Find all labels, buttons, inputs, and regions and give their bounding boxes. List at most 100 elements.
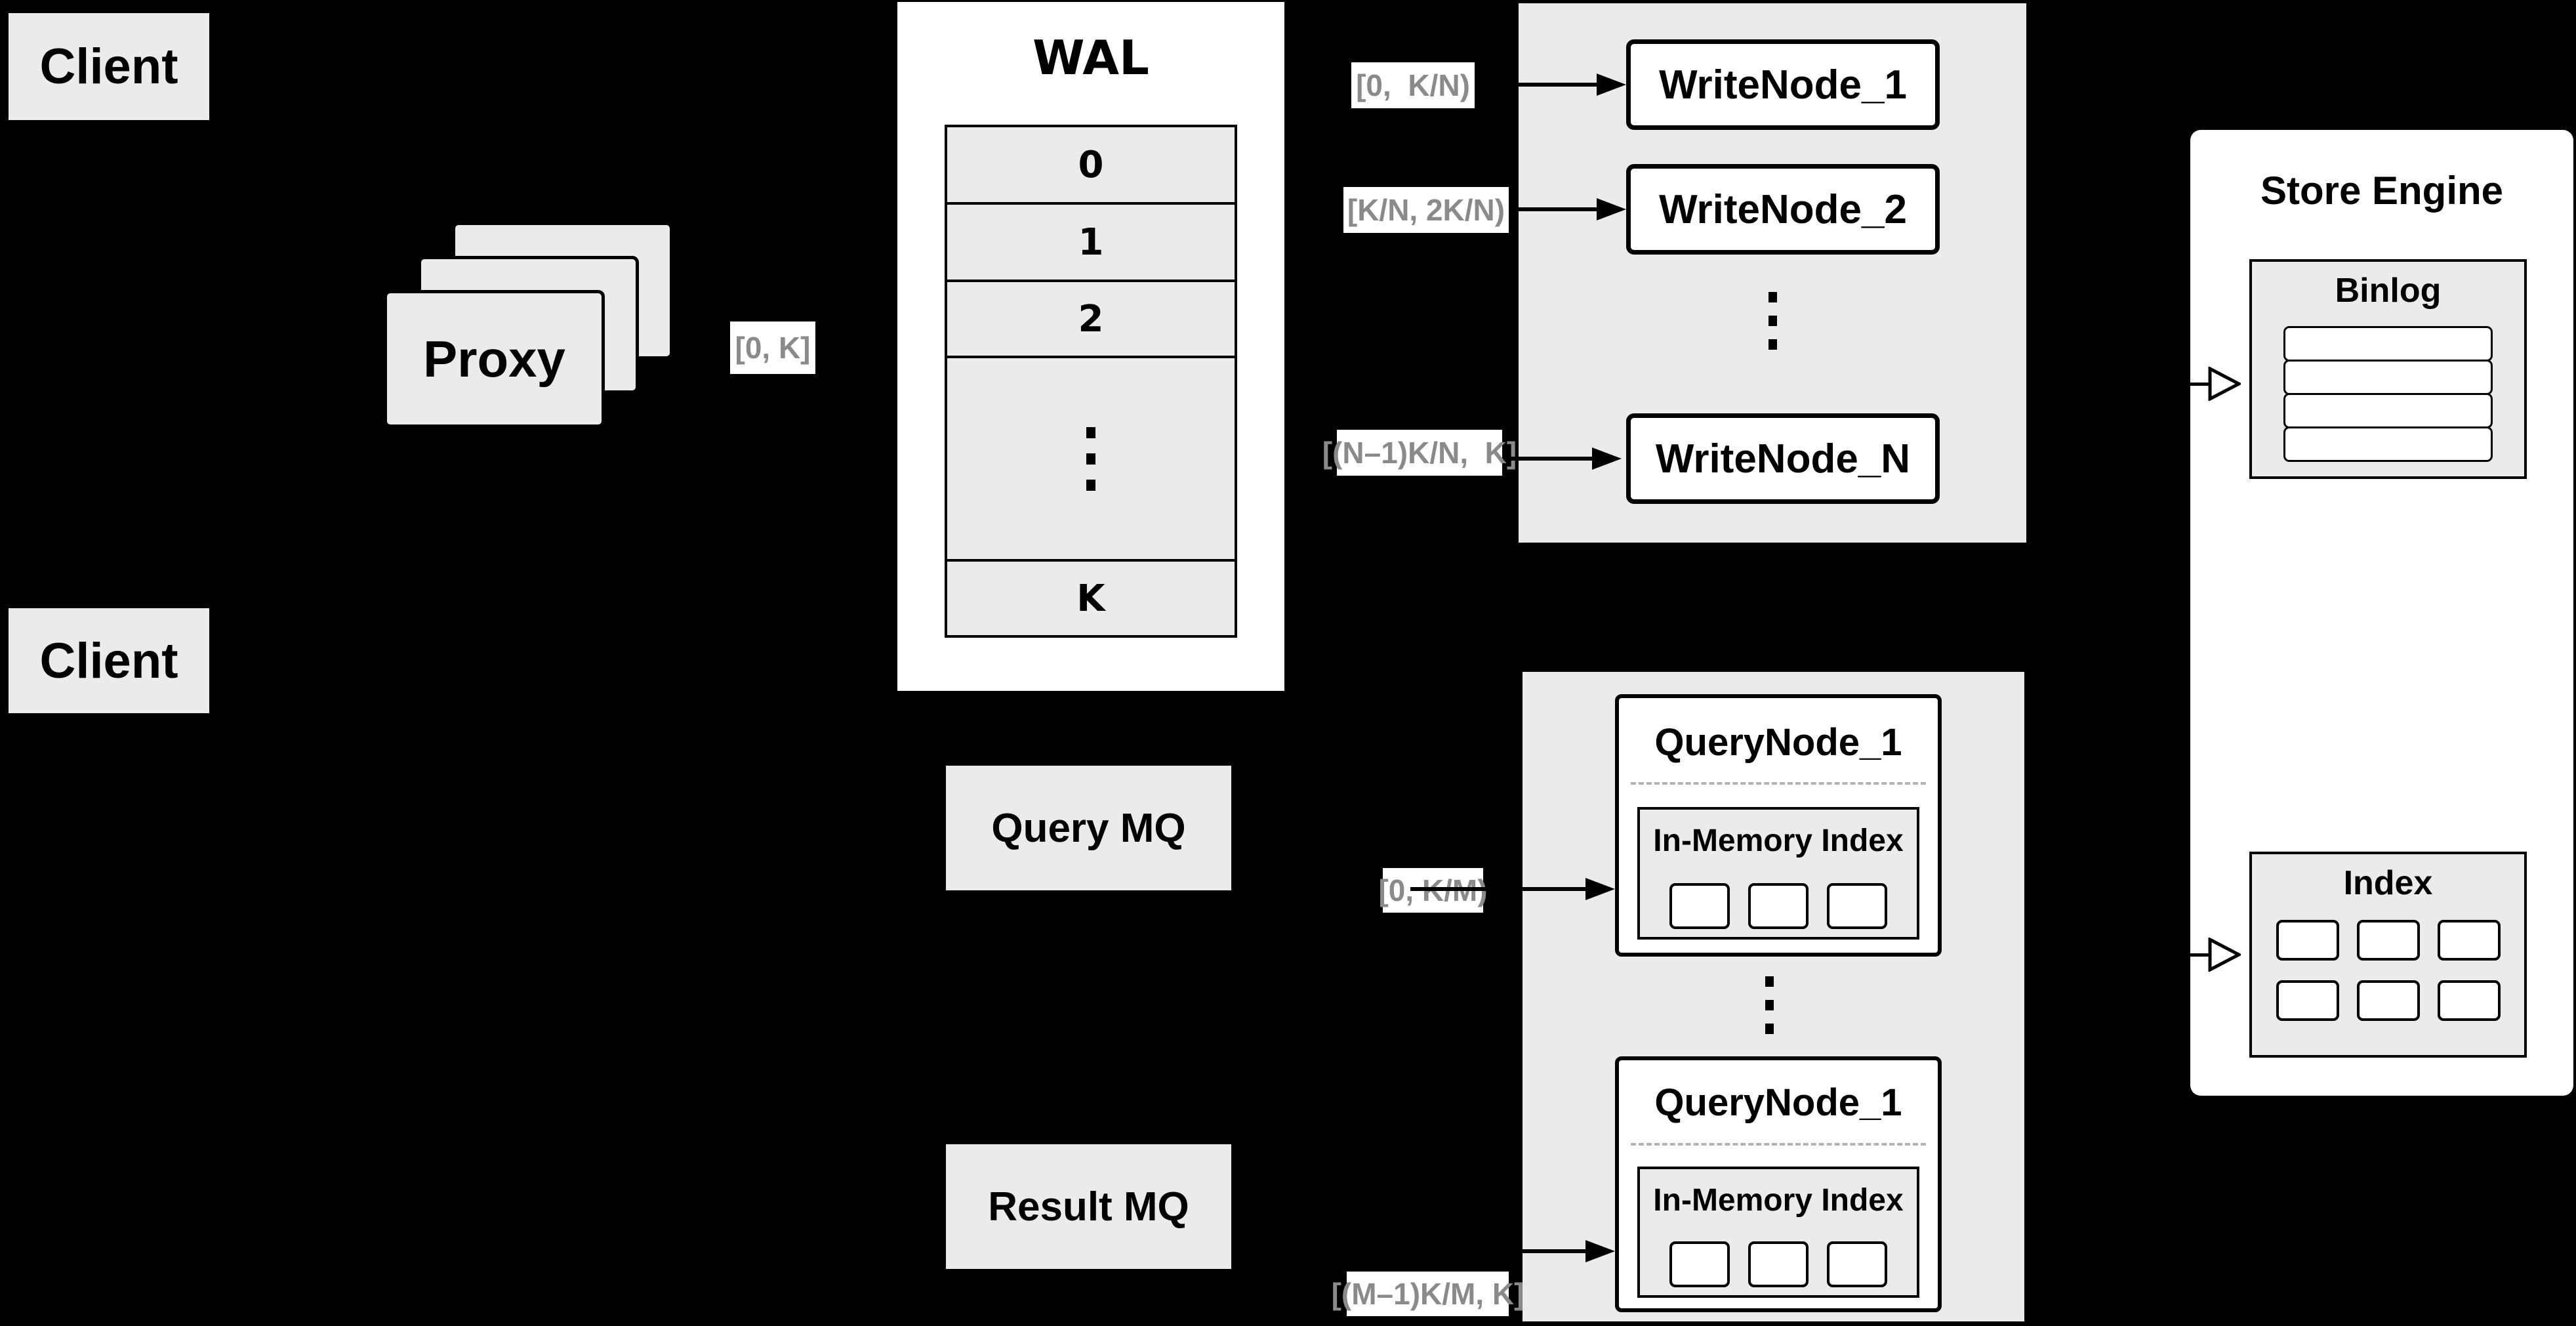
binlog-label: Binlog bbox=[2252, 267, 2524, 314]
binlog-row bbox=[2283, 426, 2493, 462]
arrow-line-query-1 bbox=[1410, 887, 1585, 891]
query-mq-label: Query MQ bbox=[991, 805, 1186, 851]
write-range-1-label: [0, K/N) bbox=[1356, 68, 1470, 102]
arrowhead-write-2 bbox=[1597, 198, 1626, 220]
query-node-1-dashed-divider bbox=[1631, 782, 1926, 785]
write-range-n-label: [(N–1)K/N, K] bbox=[1322, 436, 1517, 470]
in-memory-index-1-text: In-Memory Index bbox=[1653, 823, 1904, 858]
arrow-line-write-n bbox=[1503, 457, 1593, 461]
client-bottom-label: Client bbox=[39, 632, 178, 689]
arrow-line-write-2 bbox=[1510, 207, 1597, 211]
index-cells-row-1 bbox=[2252, 920, 2524, 961]
query-node-ellipsis-dots bbox=[1765, 963, 1774, 1047]
query-node-box-1: QueryNode_1 In-Memory Index bbox=[1615, 694, 1942, 957]
query-range-m-label: [(M–1)K/M, K] bbox=[1331, 1277, 1524, 1311]
query-node-2-title-text: QueryNode_1 bbox=[1654, 1081, 1902, 1124]
memory-cell bbox=[1827, 1241, 1887, 1287]
arrow-line-write-1 bbox=[1476, 83, 1597, 87]
wal-ellipsis-dots bbox=[1086, 412, 1095, 506]
arrowhead-query-2 bbox=[1585, 1240, 1615, 1262]
index-label-text: Index bbox=[2343, 864, 2433, 902]
memory-cell bbox=[1827, 883, 1887, 929]
arrowhead-hollow-binlog bbox=[2208, 367, 2241, 401]
proxy-card-front: Proxy bbox=[384, 290, 605, 428]
store-engine-title: Store Engine bbox=[2190, 164, 2573, 217]
client-top-label: Client bbox=[39, 39, 178, 94]
write-range-chip-1: [0, K/N) bbox=[1351, 62, 1475, 108]
index-cell bbox=[2437, 920, 2501, 961]
wal-segment-row-1: 1 bbox=[947, 202, 1235, 280]
query-node-2-title: QueryNode_1 bbox=[1619, 1067, 1938, 1138]
write-node-2-label: WriteNode_2 bbox=[1659, 186, 1907, 232]
memory-cell bbox=[1669, 883, 1730, 929]
arrowhead-write-1 bbox=[1597, 73, 1626, 96]
index-cell bbox=[2356, 980, 2420, 1021]
in-memory-index-2-text: In-Memory Index bbox=[1653, 1182, 1904, 1218]
query-node-box-2: QueryNode_1 In-Memory Index bbox=[1615, 1056, 1942, 1312]
store-engine-panel: Store Engine Binlog Index bbox=[2190, 130, 2573, 1096]
result-mq-label: Result MQ bbox=[988, 1184, 1189, 1230]
binlog-label-text: Binlog bbox=[2335, 272, 2442, 310]
memory-cell bbox=[1669, 1241, 1730, 1287]
query-node-1-title-text: QueryNode_1 bbox=[1654, 720, 1902, 764]
result-mq-box: Result MQ bbox=[946, 1144, 1231, 1269]
arrow-line-binlog bbox=[2125, 383, 2209, 386]
query-node-2-dashed-divider bbox=[1631, 1143, 1926, 1146]
write-node-n-label: WriteNode_N bbox=[1655, 436, 1911, 482]
wal-segment-2: 2 bbox=[1078, 297, 1104, 341]
write-node-box-n: WriteNode_N bbox=[1626, 413, 1940, 504]
wal-segment-table: 0 1 2 K bbox=[945, 125, 1237, 638]
binlog-rows bbox=[2283, 326, 2493, 462]
wal-segment-row-2: 2 bbox=[947, 280, 1235, 356]
write-range-chip-n: [(N–1)K/N, K] bbox=[1322, 430, 1517, 476]
write-node-box-1: WriteNode_1 bbox=[1626, 39, 1940, 130]
client-box-top: Client bbox=[9, 13, 209, 120]
index-cell bbox=[2276, 920, 2339, 961]
wal-ellipsis-row bbox=[947, 356, 1235, 559]
in-memory-index-box-1: In-Memory Index bbox=[1637, 807, 1919, 940]
index-cells-row-2 bbox=[2252, 980, 2524, 1021]
wal-segment-0: 0 bbox=[1078, 143, 1104, 186]
binlog-row bbox=[2283, 326, 2493, 362]
in-memory-index-1-label: In-Memory Index bbox=[1640, 815, 1917, 866]
proxy-range-label: [0, K] bbox=[735, 331, 811, 365]
wal-segment-row-k: K bbox=[947, 559, 1235, 635]
query-mq-box: Query MQ bbox=[946, 766, 1231, 890]
wal-title-text: WAL bbox=[1032, 30, 1149, 85]
in-memory-index-2-label: In-Memory Index bbox=[1640, 1174, 1917, 1226]
binlog-row bbox=[2283, 393, 2493, 428]
index-label: Index bbox=[2252, 860, 2524, 907]
index-cell bbox=[2437, 980, 2501, 1021]
write-node-box-2: WriteNode_2 bbox=[1626, 164, 1940, 255]
index-cell bbox=[2356, 920, 2420, 961]
index-box: Index bbox=[2249, 852, 2527, 1058]
wal-segment-1: 1 bbox=[1078, 220, 1104, 264]
arrowhead-write-n bbox=[1592, 447, 1622, 470]
write-node-1-label: WriteNode_1 bbox=[1659, 62, 1907, 108]
wal-title: WAL bbox=[897, 28, 1284, 87]
wal-segment-k: K bbox=[1076, 577, 1105, 620]
in-memory-index-1-cells bbox=[1640, 883, 1917, 929]
store-engine-title-text: Store Engine bbox=[2260, 168, 2504, 213]
index-cell bbox=[2276, 980, 2339, 1021]
query-node-1-title: QueryNode_1 bbox=[1619, 706, 1938, 778]
query-range-chip-m: [(M–1)K/M, K] bbox=[1332, 1272, 1524, 1316]
arrow-line-index bbox=[2125, 953, 2209, 957]
client-box-bottom: Client bbox=[9, 608, 209, 713]
proxy-label: Proxy bbox=[423, 329, 565, 388]
binlog-row bbox=[2283, 360, 2493, 395]
wal-panel: WAL 0 1 2 K bbox=[897, 2, 1284, 691]
arrowhead-query-1 bbox=[1585, 878, 1615, 900]
in-memory-index-2-cells bbox=[1640, 1241, 1917, 1287]
memory-cell bbox=[1748, 1241, 1809, 1287]
proxy-range-chip: [0, K] bbox=[730, 321, 815, 374]
binlog-box: Binlog bbox=[2249, 259, 2527, 479]
write-node-ellipsis-dots bbox=[1768, 279, 1777, 363]
write-range-chip-2: [K/N, 2K/N) bbox=[1343, 187, 1509, 233]
arrow-line-query-2 bbox=[1410, 1249, 1585, 1253]
memory-cell bbox=[1748, 883, 1809, 929]
wal-segment-row-0: 0 bbox=[947, 127, 1235, 202]
arrowhead-hollow-index bbox=[2208, 938, 2241, 972]
in-memory-index-box-2: In-Memory Index bbox=[1637, 1167, 1919, 1298]
